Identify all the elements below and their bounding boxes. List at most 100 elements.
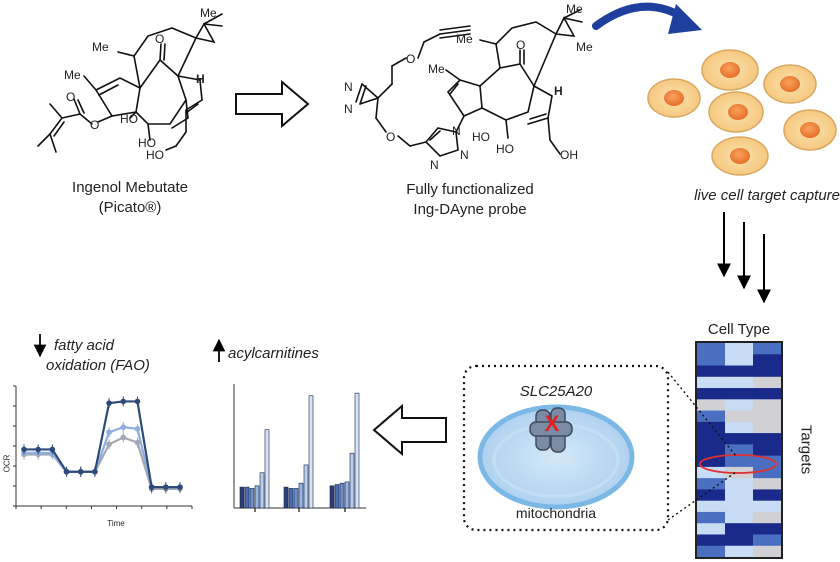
acyl-bar xyxy=(264,429,270,509)
ocr-point xyxy=(134,426,141,432)
heatmap-cell xyxy=(697,545,726,558)
atom-ho: HO xyxy=(146,148,164,162)
ocr-point xyxy=(120,424,127,430)
fao-line1: fatty acid xyxy=(54,337,115,354)
atom-h: H xyxy=(554,84,563,98)
slc25a20-transporter xyxy=(529,407,573,453)
atom-n: N xyxy=(344,102,353,116)
ocr-point xyxy=(177,484,183,490)
heatmap-cell xyxy=(697,523,726,535)
ocr-point xyxy=(134,398,141,405)
heatmap-cell xyxy=(753,444,782,457)
atom-ho: HO xyxy=(120,112,138,126)
ocr-point xyxy=(49,446,56,453)
heatmap-cell xyxy=(753,376,782,389)
molecule1-subname: (Picato®) xyxy=(98,199,162,216)
atom-me: Me xyxy=(566,2,583,16)
heatmap-cell xyxy=(725,545,754,558)
ocr-line-chart xyxy=(13,385,193,509)
heatmap-cell xyxy=(725,343,754,355)
heatmap-cell xyxy=(697,354,726,367)
ocr-point xyxy=(163,484,169,490)
molecule1-name: Ingenol Mebutate xyxy=(72,179,188,196)
acyl-bar xyxy=(239,486,245,509)
acyl-bar xyxy=(259,472,265,509)
ocr-point xyxy=(35,446,41,453)
heatmap-cell xyxy=(725,489,754,502)
atom-me: Me xyxy=(456,32,473,46)
fao-line2: oxidation (FAO) xyxy=(46,357,150,374)
cell-cluster xyxy=(647,49,837,176)
heatmap-cell xyxy=(725,388,754,400)
heatmap-cell xyxy=(753,399,782,412)
atom-me: Me xyxy=(576,40,593,54)
heatmap-cell xyxy=(697,455,726,468)
ocr-point xyxy=(77,468,84,475)
acyl-bar xyxy=(334,484,340,509)
heatmap-cell xyxy=(753,500,782,513)
atom-me: Me xyxy=(200,6,217,20)
heatmap-cell xyxy=(697,500,726,513)
atom-o: O xyxy=(406,52,416,66)
heatmap-cell xyxy=(753,534,782,547)
heatmap-cell xyxy=(753,410,782,423)
ocr-point xyxy=(120,434,127,441)
heatmap-frame xyxy=(695,341,783,559)
atom-o: O xyxy=(90,118,100,132)
ocr-point xyxy=(63,468,70,475)
ocr-point xyxy=(106,429,112,436)
ocr-point xyxy=(106,400,112,406)
acyl-bar xyxy=(303,464,309,509)
heatmap-cell xyxy=(725,500,754,513)
ocr-ylabel: OCR xyxy=(2,454,12,473)
heatmap-cell xyxy=(697,365,726,378)
heatmap-cell xyxy=(753,365,782,378)
heatmap-cell xyxy=(725,523,754,535)
curved-arrow xyxy=(592,2,688,30)
gene-label: SLC25A20 xyxy=(519,383,593,400)
heatmap-cell xyxy=(697,466,726,479)
heatmap-cell xyxy=(725,399,754,412)
heatmap-cell xyxy=(753,455,782,468)
ocr-point xyxy=(134,439,141,446)
ingenol-mebutate-structure xyxy=(37,13,223,153)
heatmap-cell xyxy=(753,388,782,400)
heatmap-cell xyxy=(725,365,754,378)
curved-arrow-head xyxy=(668,4,702,34)
ocr-series-line xyxy=(24,400,180,489)
atom-h: H xyxy=(196,72,205,86)
heatmap-cell xyxy=(753,433,782,445)
acyl-bar xyxy=(339,482,345,509)
heatmap-cell xyxy=(725,376,754,389)
heatmap-cell xyxy=(725,433,754,445)
heatmap-cell xyxy=(725,511,754,524)
heatmap-cell xyxy=(697,376,726,389)
heatmap-cell xyxy=(697,489,726,502)
atom-ho: HO xyxy=(496,142,514,156)
acyl-bar xyxy=(249,488,255,509)
heatmap-cell xyxy=(725,478,754,490)
heatmap-cell xyxy=(697,444,726,457)
ocr-point xyxy=(106,441,112,448)
heatmap-cell xyxy=(697,421,726,434)
heatmap-cell xyxy=(725,421,754,434)
heatmap-row-label: Targets xyxy=(797,424,815,475)
heatmap-cell xyxy=(697,399,726,412)
atom-me: Me xyxy=(428,62,445,76)
cell-nucleus xyxy=(664,90,684,106)
ocr-series-line xyxy=(24,436,180,490)
heatmap-cell xyxy=(697,410,726,423)
zoom-line xyxy=(667,471,737,521)
heatmap-cell xyxy=(725,444,754,457)
heatmap xyxy=(697,343,782,558)
heatmap-cell xyxy=(725,410,754,423)
molecule2-name: Fully functionalized xyxy=(406,181,534,198)
highlight-ellipse xyxy=(699,454,777,474)
zoom-line xyxy=(667,371,737,457)
knockout-mark: X xyxy=(544,411,560,436)
acyl-bar xyxy=(293,488,299,509)
molecule2-subname: Ing-DAyne probe xyxy=(413,201,527,218)
atom-n: N xyxy=(452,124,461,138)
atom-n: N xyxy=(460,148,469,162)
